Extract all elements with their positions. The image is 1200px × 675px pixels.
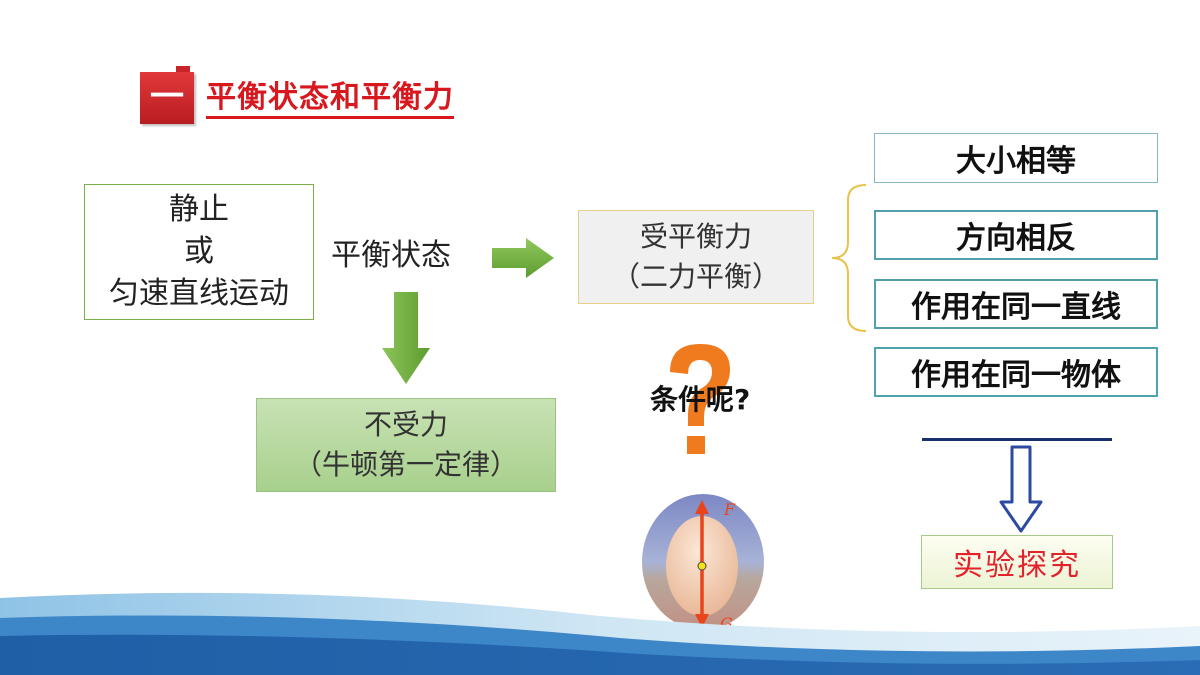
question-text: 条件呢? bbox=[650, 383, 751, 416]
state-line-1: 静止 bbox=[169, 192, 229, 227]
condition-same-line: 作用在同一直线 bbox=[874, 279, 1158, 329]
balanced-force-line-1: 受平衡力 bbox=[639, 220, 752, 253]
force-f-label: F bbox=[724, 500, 736, 519]
balanced-force-line-2: （二力平衡） bbox=[611, 260, 780, 293]
header-badge-tab bbox=[176, 66, 190, 74]
experiment-box: 实验探究 bbox=[921, 535, 1113, 589]
header-badge-text: 一 bbox=[150, 77, 184, 117]
page-title: 平衡状态和平衡力 bbox=[206, 80, 454, 119]
outline-down-arrow-icon bbox=[999, 445, 1043, 533]
divider-line bbox=[922, 438, 1112, 441]
no-force-box: 不受力 （牛顿第一定律） bbox=[256, 398, 556, 492]
bottom-wave-decoration bbox=[0, 592, 1200, 675]
condition-opposite-direction: 方向相反 bbox=[874, 210, 1158, 260]
balanced-force-box: 受平衡力 （二力平衡） bbox=[578, 210, 814, 304]
question-mark-icon bbox=[670, 344, 730, 454]
header-badge bbox=[140, 72, 194, 124]
no-force-line-1: 不受力 bbox=[363, 408, 448, 441]
no-force-line-2: （牛顿第一定律） bbox=[293, 448, 518, 481]
equilibrium-state-label: 平衡状态 bbox=[315, 230, 467, 282]
state-line-2: 或 bbox=[184, 234, 214, 269]
condition-same-object: 作用在同一物体 bbox=[874, 347, 1158, 397]
brace-icon bbox=[831, 184, 867, 332]
down-arrow-icon bbox=[382, 292, 430, 384]
egg-force-icon bbox=[642, 494, 764, 630]
condition-equal-magnitude: 大小相等 bbox=[874, 133, 1158, 183]
right-arrow-icon bbox=[492, 238, 554, 278]
motion-state-box: 静止 或 匀速直线运动 bbox=[84, 184, 314, 320]
state-line-3: 匀速直线运动 bbox=[109, 276, 289, 311]
